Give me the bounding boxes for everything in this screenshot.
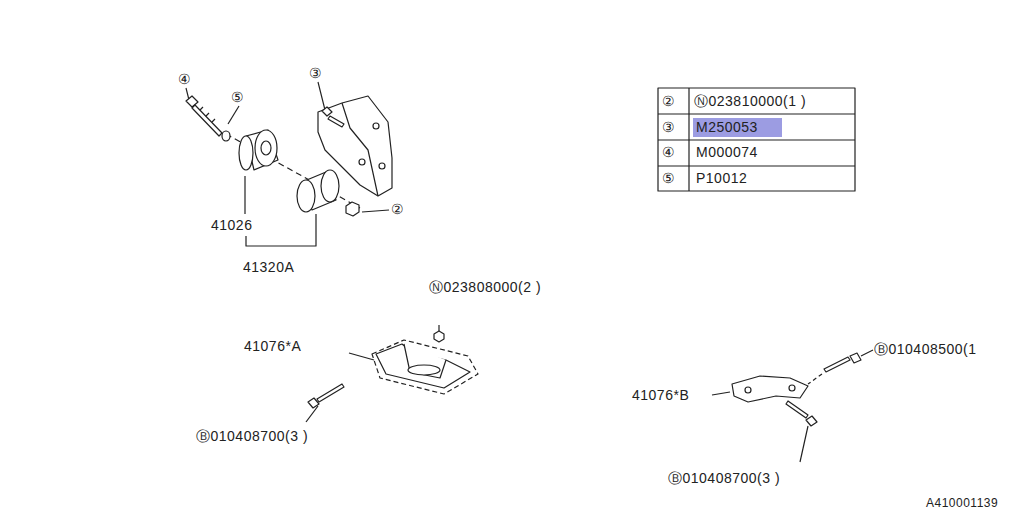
part-number: Ⓑ010408500(1 bbox=[874, 340, 977, 358]
part-number: Ⓑ010408700(3 ) bbox=[196, 427, 308, 445]
diagram-id: A410001139 bbox=[926, 494, 998, 512]
callout-number: ⑤ bbox=[231, 88, 245, 106]
table-cell: P10012 bbox=[696, 169, 747, 187]
part-number: 41076*B bbox=[632, 386, 689, 404]
table-cell: ② bbox=[662, 92, 676, 110]
part-number: 41076*A bbox=[244, 337, 301, 355]
callout-number: ② bbox=[391, 200, 405, 218]
part-number: Ⓝ023808000(2 ) bbox=[429, 278, 541, 296]
table-cell: ③ bbox=[662, 118, 676, 136]
callout-number: ③ bbox=[309, 64, 323, 82]
table-cell: M000074 bbox=[696, 143, 758, 161]
part-number: Ⓑ010408700(3 ) bbox=[668, 469, 780, 487]
callout-number: ④ bbox=[178, 70, 192, 88]
part-number: 41026 bbox=[211, 216, 252, 234]
table-cell: M250053 bbox=[696, 118, 758, 136]
part-number: 41320A bbox=[243, 258, 294, 276]
table-cell: ④ bbox=[662, 143, 676, 161]
table-cell: ⑤ bbox=[662, 169, 676, 187]
table-cell: Ⓝ023810000(1 ) bbox=[694, 92, 806, 110]
